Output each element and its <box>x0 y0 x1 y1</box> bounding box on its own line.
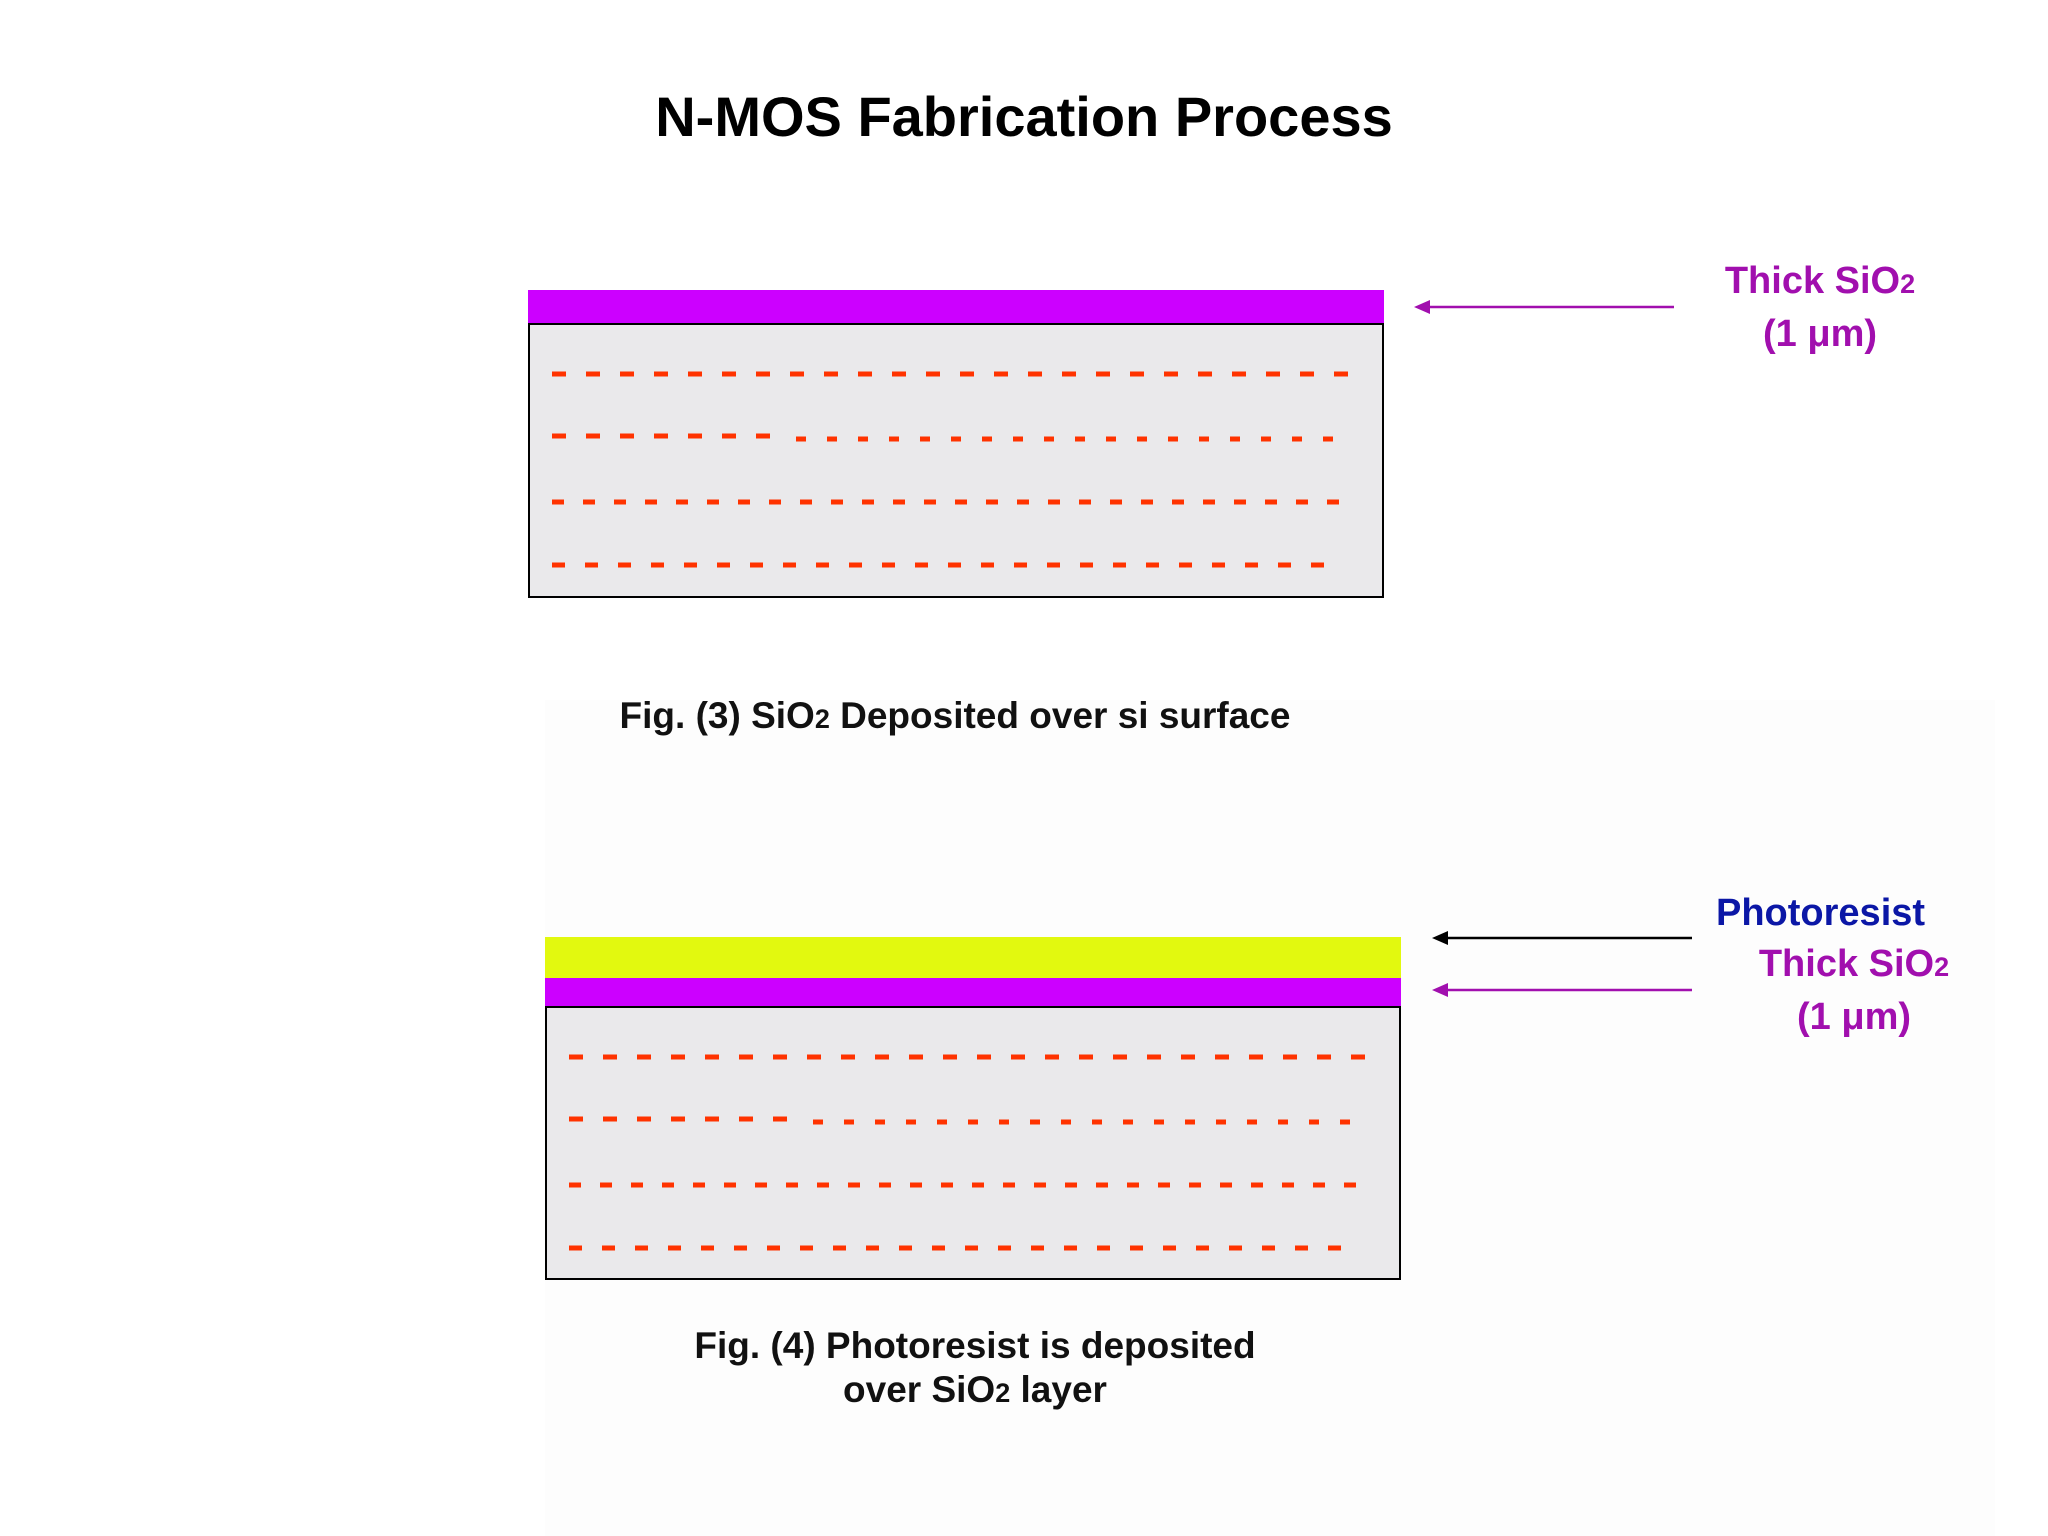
fig4-sio2-label-sub: 2 <box>1934 952 1950 982</box>
fig4-sio2-arrow <box>1432 983 1692 997</box>
fig3-caption-suffix: Deposited over si surface <box>829 695 1291 736</box>
fig4-caption-line2-suffix: layer <box>1010 1369 1107 1410</box>
fig4-caption-line1: Fig. (4) Photoresist is deposited <box>694 1325 1256 1366</box>
fig4-photoresist-layer <box>545 937 1401 978</box>
fig4-thickness-label: (1 μm) <box>1796 996 1912 1038</box>
fig4-photoresist-label: Photoresist <box>1716 888 1940 938</box>
fig4-photoresist-arrow <box>1432 931 1692 945</box>
fig4-caption-line2-sub: 2 <box>995 1378 1011 1408</box>
fig3-dopant-dashes <box>552 371 1364 568</box>
fig3-caption: Fig. (3) SiO2 Deposited over si surface <box>520 694 1390 741</box>
fig4-sio2-layer <box>545 978 1401 1006</box>
fig4-sio2-label-text: Thick SiO <box>1758 943 1935 985</box>
fig3-sio2-label: Thick SiO2 (1 μm) <box>1700 256 1940 359</box>
fig3-caption-sub: 2 <box>814 704 830 734</box>
fig3-sio2-label-text: Thick SiO <box>1724 260 1901 302</box>
fig3-sio2-arrow <box>1414 300 1674 314</box>
fig4-substrate <box>545 1006 1401 1280</box>
page-title: N-MOS Fabrication Process <box>655 85 1393 148</box>
fig3-thickness-label: (1 μm) <box>1762 313 1878 355</box>
fig3-sio2-layer <box>528 290 1384 323</box>
fig3-cross-section <box>528 290 1384 598</box>
fig3-caption-prefix: Fig. (3) SiO <box>619 695 815 736</box>
fig4-dopant-dashes <box>569 1054 1381 1251</box>
fig3-substrate <box>528 323 1384 598</box>
fig4-photoresist-label-text: Photoresist <box>1716 892 1926 934</box>
fig4-sio2-label: Thick SiO2 (1 μm) <box>1734 939 1974 1042</box>
fig4-caption-line2-prefix: over SiO <box>843 1369 996 1410</box>
fig3-sio2-label-sub: 2 <box>1900 269 1916 299</box>
fig4-caption: Fig. (4) Photoresist is deposited over S… <box>540 1324 1410 1415</box>
fig4-cross-section <box>545 937 1401 1280</box>
